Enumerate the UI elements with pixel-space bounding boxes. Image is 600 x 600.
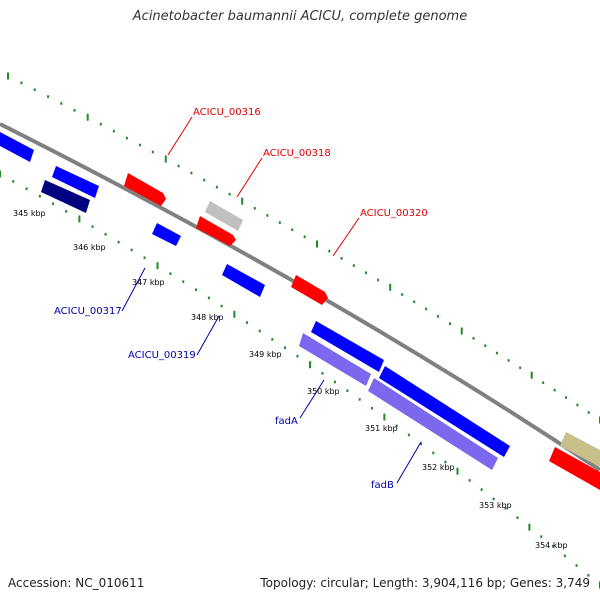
gene-block-blue[interactable] bbox=[379, 366, 510, 457]
gene-label-acicu-00318: ACICU_00318 bbox=[263, 148, 331, 159]
callout-lines bbox=[121, 116, 422, 484]
scale-label: 347 kbp bbox=[132, 278, 165, 287]
scale-label: 348 kbp bbox=[191, 313, 224, 322]
scale-label: 354 kbp bbox=[535, 541, 568, 550]
gene-block-olive[interactable] bbox=[560, 432, 600, 467]
gene-block-blue[interactable] bbox=[311, 321, 384, 372]
gene-label-acicu-00320: ACICU_00320 bbox=[360, 208, 428, 219]
feature-blocks bbox=[0, 132, 600, 490]
gene-block-red[interactable] bbox=[291, 275, 328, 305]
gene-block-red[interactable] bbox=[196, 216, 236, 246]
gene-block-lavender[interactable] bbox=[299, 333, 371, 386]
gene-label-acicu-00319: ACICU_00319 bbox=[128, 350, 196, 361]
scale-label: 345 kbp bbox=[13, 209, 46, 218]
outer-tick-track bbox=[7, 72, 600, 424]
genome-backbone bbox=[0, 122, 600, 472]
gene-block-gray[interactable] bbox=[205, 201, 243, 231]
gene-block-red[interactable] bbox=[124, 173, 166, 206]
gene-block-lavender[interactable] bbox=[368, 378, 498, 470]
scale-label: 349 kbp bbox=[249, 350, 282, 359]
inner-tick-track bbox=[0, 170, 600, 589]
gene-label-acicu-00316: ACICU_00316 bbox=[193, 107, 261, 118]
map-title: Acinetobacter baumannii ACICU, complete … bbox=[132, 9, 468, 24]
scale-label: 351 kbp bbox=[365, 424, 398, 433]
gene-label-fada: fadA bbox=[275, 416, 298, 427]
scale-labels: 345 kbp 346 kbp 347 kbp 348 kbp 349 kbp … bbox=[13, 209, 568, 550]
gene-block-navy[interactable] bbox=[41, 180, 90, 213]
scale-label: 352 kbp bbox=[422, 463, 455, 472]
gene-block-blue[interactable] bbox=[222, 264, 265, 297]
gene-block-blue[interactable] bbox=[0, 132, 34, 162]
gene-block-blue[interactable] bbox=[152, 223, 181, 246]
gene-block-blue[interactable] bbox=[52, 166, 99, 198]
scale-label: 346 kbp bbox=[73, 243, 106, 252]
genome-summary-text: Topology: circular; Length: 3,904,116 bp… bbox=[260, 576, 590, 590]
scale-label: 353 kbp bbox=[479, 501, 512, 510]
gene-label-acicu-00317: ACICU_00317 bbox=[54, 306, 122, 317]
gene-labels: ACICU_00316 ACICU_00318 ACICU_00320 ACIC… bbox=[54, 107, 428, 491]
scale-label: 350 kbp bbox=[307, 387, 340, 396]
gene-label-fadb: fadB bbox=[371, 480, 394, 491]
gene-block-red[interactable] bbox=[549, 447, 600, 490]
accession-text: Accession: NC_010611 bbox=[8, 576, 145, 590]
